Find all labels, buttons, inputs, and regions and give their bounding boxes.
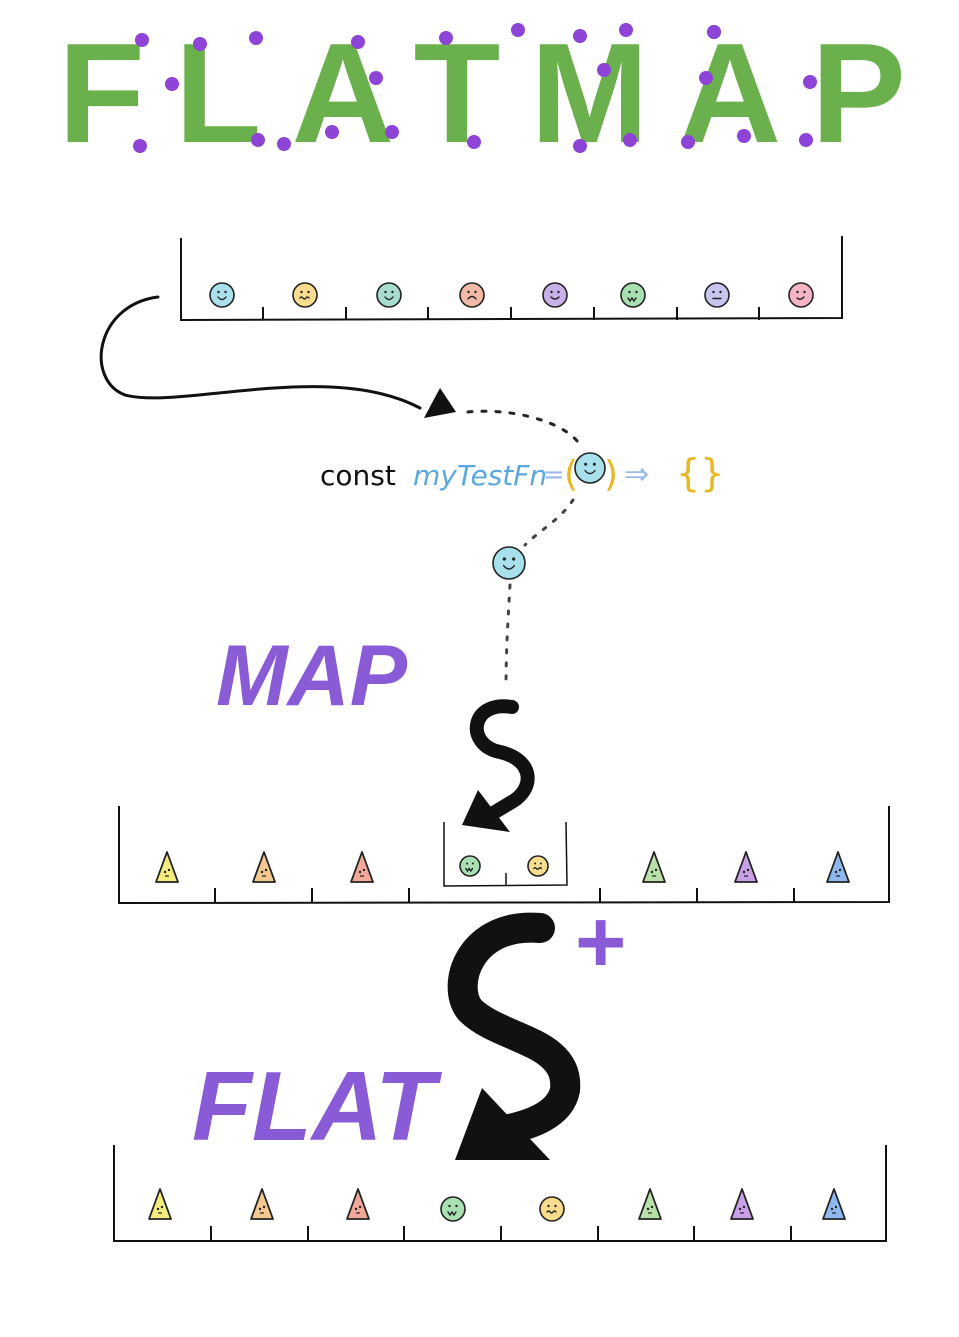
function-argument-face <box>574 452 606 484</box>
source-face <box>209 282 235 308</box>
title-dot <box>193 37 207 51</box>
source-array-items <box>209 282 814 308</box>
source-face <box>788 282 814 308</box>
title-dots <box>133 23 817 153</box>
flat-face <box>440 1196 466 1222</box>
triangle-item <box>822 1188 846 1220</box>
title-dot <box>699 71 713 85</box>
triangle-item <box>734 851 758 883</box>
title-dot <box>369 71 383 85</box>
flat-s-arrow <box>447 912 581 1145</box>
nested-face <box>459 855 481 877</box>
flat-s-arrow-head <box>455 1088 550 1160</box>
triangle-item <box>730 1188 754 1220</box>
source-array-dividers <box>262 307 760 320</box>
mapped-array-items <box>155 851 850 883</box>
map-s-arrow <box>469 699 535 819</box>
title-dot <box>623 133 637 147</box>
title-dot <box>573 29 587 43</box>
source-face <box>620 282 646 308</box>
title-dot <box>597 63 611 77</box>
title-dot <box>385 125 399 139</box>
function-definition: const myTestFn = ( ) ⇒ {} <box>320 451 724 495</box>
argument-face <box>574 452 606 484</box>
code-paren-open: ( <box>564 454 578 495</box>
title-dot <box>135 33 149 47</box>
title-dot <box>799 133 813 147</box>
flat-face <box>539 1196 565 1222</box>
mapped-array <box>118 806 890 905</box>
source-face <box>376 282 402 308</box>
code-body: {} <box>676 451 724 495</box>
title-dot <box>707 25 721 39</box>
title-dot <box>737 129 751 143</box>
title-text: FLATMAP <box>58 14 936 173</box>
code-equals: = <box>543 460 565 490</box>
title-dot <box>681 135 695 149</box>
title-dot <box>249 31 263 45</box>
dotted-path-down <box>504 583 512 690</box>
pick-arrow-head <box>424 388 456 418</box>
code-arrow: ⇒ <box>624 457 649 492</box>
title: FLATMAP <box>58 14 936 173</box>
triangle-item <box>642 851 666 883</box>
code-paren-close: ) <box>604 454 618 495</box>
title-dot <box>573 139 587 153</box>
title-dot <box>467 135 481 149</box>
dotted-path-out <box>523 498 575 547</box>
code-function-name: myTestFn <box>413 459 547 492</box>
title-dot <box>277 137 291 151</box>
map-label: MAP <box>216 628 408 724</box>
mapped-array-frame <box>118 806 890 905</box>
plus-sign: + <box>575 892 626 991</box>
map-s-arrow-head <box>462 790 510 832</box>
source-array <box>180 236 843 322</box>
nested-face <box>527 855 549 877</box>
source-face <box>459 282 485 308</box>
title-dot <box>165 77 179 91</box>
triangle-item <box>638 1188 662 1220</box>
traveling-face-circle <box>492 546 526 580</box>
title-dot <box>325 125 339 139</box>
title-dot <box>251 133 265 147</box>
title-dot <box>511 23 525 37</box>
flat-array <box>113 1145 887 1242</box>
triangle-item <box>350 851 374 883</box>
triangle-item <box>252 851 276 883</box>
mapped-array-dividers <box>214 888 795 903</box>
triangle-item <box>826 851 850 883</box>
title-dot <box>619 23 633 37</box>
triangle-item <box>250 1188 274 1220</box>
source-face <box>542 282 568 308</box>
dotted-path-in <box>466 409 580 444</box>
flat-array-dividers <box>210 1226 792 1241</box>
flat-array-items <box>148 1188 846 1222</box>
code-keyword: const <box>320 459 396 492</box>
title-dot <box>439 31 453 45</box>
traveling-face <box>492 546 526 580</box>
flat-label: FLAT <box>192 1051 442 1161</box>
title-dot <box>133 139 147 153</box>
pick-arrow <box>99 295 422 410</box>
triangle-item <box>148 1188 172 1220</box>
source-face <box>704 282 730 308</box>
triangle-item <box>155 851 179 883</box>
title-dot <box>351 35 365 49</box>
source-face <box>292 282 318 308</box>
title-dot <box>803 75 817 89</box>
triangle-item <box>346 1188 370 1220</box>
